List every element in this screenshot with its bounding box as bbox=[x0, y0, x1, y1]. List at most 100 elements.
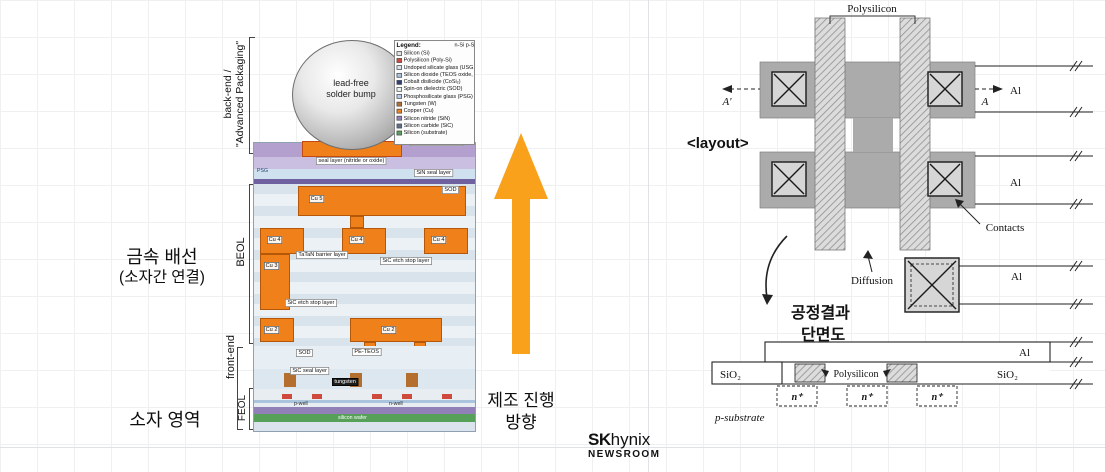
section-a-label: A bbox=[981, 96, 989, 108]
beol-label: BEOL bbox=[235, 237, 247, 267]
polysilicon-bracket bbox=[829, 15, 916, 24]
cu2-label: Cu 2 bbox=[381, 326, 397, 334]
legend-swatch bbox=[396, 108, 403, 114]
legend-item: Silicon (substrate) bbox=[396, 129, 474, 136]
tungsten-contact-band bbox=[254, 369, 475, 389]
cu2-metal: Cu 2 bbox=[350, 318, 442, 342]
metal-interconnect-region: Cu 5 Cu 4 Cu 4 Cu 4 Cu 3 Cu 2 Cu 2 bbox=[254, 184, 475, 352]
sic-seal-label: SiC seal layer bbox=[290, 367, 330, 375]
legend-item-label: Copper (Cu) bbox=[403, 108, 434, 114]
poly-gate bbox=[282, 394, 292, 399]
legend-swatch bbox=[396, 72, 403, 78]
silicon-wafer-label: silicon wafer bbox=[338, 415, 367, 421]
base-strip bbox=[254, 422, 475, 431]
cu4-label: Cu 4 bbox=[349, 236, 365, 244]
device-area-label: 소자 영역 bbox=[129, 410, 201, 430]
n-plus-region bbox=[916, 385, 958, 407]
diffusion-arrowhead bbox=[863, 250, 873, 259]
sic-etch-stop-label: SiC etch stop layer bbox=[380, 257, 432, 265]
legend-item: Polysilicon (Poly-Si) bbox=[396, 57, 474, 64]
poly-gate-right bbox=[886, 363, 918, 383]
n-plus-region bbox=[846, 385, 888, 407]
legend-swatch bbox=[396, 101, 403, 107]
legend-item-label: Cobalt disilicide (CoSi₂) bbox=[403, 79, 461, 85]
legend-swatch bbox=[396, 65, 403, 71]
p-substrate-label: p-substrate bbox=[714, 412, 765, 424]
polysilicon-strips bbox=[814, 17, 931, 251]
legend-item-label: Silicon (Si) bbox=[403, 50, 430, 56]
al-label-row1: Al bbox=[1010, 85, 1021, 97]
backend-bracket bbox=[249, 37, 255, 154]
solder-bump-label-line1: lead-free bbox=[333, 78, 369, 88]
layout-and-cross-section-figure: Polysilicon A' A Al Al Al Contacts Diffu… bbox=[687, 3, 1093, 424]
legend-swatch bbox=[396, 58, 403, 63]
legend-item-label: Silicon carbide (SiC) bbox=[403, 122, 454, 129]
cu3-metal: Cu 3 bbox=[260, 254, 290, 310]
legend-item: Silicon dioxide (TEOS oxide, SiO₂) bbox=[396, 71, 474, 78]
legend-item: Copper (Cu) bbox=[396, 108, 474, 115]
legend-swatch bbox=[396, 116, 403, 121]
contacts-label: Contacts bbox=[986, 222, 1025, 234]
section-line bbox=[722, 85, 1003, 93]
sk-hynix-newsroom-logo: SKhynix NEWSROOM bbox=[588, 430, 660, 461]
polysilicon-top-label: Polysilicon bbox=[847, 3, 897, 15]
xsec-al-label: Al bbox=[1019, 347, 1030, 359]
n-well-label: n-well bbox=[389, 401, 403, 407]
tungsten-plug bbox=[406, 373, 418, 387]
legend: Legend: n-Si p-Si Silicon (Si) Polysilic… bbox=[394, 40, 475, 145]
tungsten-plug bbox=[284, 373, 296, 387]
frontend-bracket bbox=[237, 347, 243, 430]
xsec-sio2-left-label: SiO₂ bbox=[720, 369, 741, 381]
cu5-metal: Cu 5 bbox=[298, 186, 466, 216]
legend-title: Legend: bbox=[396, 41, 421, 49]
process-result-label-line1: 공정결과 bbox=[791, 304, 850, 322]
hynix-text: hynix bbox=[610, 430, 651, 449]
legend-item: Phosphosilicate glass (PSG) bbox=[396, 93, 474, 100]
cu4-metal: Cu 4 bbox=[342, 228, 386, 254]
legend-item: Cobalt disilicide (CoSi₂) bbox=[396, 79, 474, 86]
process-direction-arrow-tail bbox=[512, 196, 530, 354]
solder-bump-label: lead-free solder bump bbox=[292, 78, 410, 100]
metal-wiring-label: 금속 배선 bbox=[126, 247, 198, 267]
poly-gate bbox=[442, 394, 452, 399]
al-label-row2: Al bbox=[1010, 177, 1021, 189]
legend-item-label: Tungsten (W) bbox=[403, 101, 437, 107]
n-plus-label: n⁺ bbox=[862, 392, 875, 403]
backend-label: back-end / "Advanced Packaging" bbox=[222, 41, 246, 147]
cu5-label: Cu 5 bbox=[309, 195, 325, 203]
n-plus-region bbox=[776, 385, 818, 407]
tatan-barrier-label: TaTaN barrier layer bbox=[296, 251, 349, 259]
diffusion-arrow bbox=[867, 255, 873, 273]
nitride-strip bbox=[254, 407, 475, 414]
contacts-arrowhead bbox=[955, 199, 964, 208]
cu4-label: Cu 4 bbox=[431, 236, 447, 244]
legend-swatch bbox=[396, 79, 403, 85]
solder-bump bbox=[292, 40, 412, 150]
legend-item: Undoped silicate glass (USG, SiO₂) bbox=[396, 64, 474, 71]
newsroom-text: NEWSROOM bbox=[588, 449, 661, 460]
poly-gate bbox=[372, 394, 382, 399]
n-plus-label: n⁺ bbox=[792, 392, 805, 403]
diffusion-label: Diffusion bbox=[851, 275, 893, 287]
tungsten-label: tungsten bbox=[332, 378, 359, 386]
beol-bracket bbox=[249, 184, 255, 344]
direction-label-line2: 방향 bbox=[505, 413, 537, 432]
n-plus-label: n⁺ bbox=[932, 392, 945, 403]
poly-gate bbox=[312, 394, 322, 399]
legend-item: Silicon (Si) bbox=[396, 50, 474, 57]
legend-item: Spin-on dielectric (SOD) bbox=[396, 86, 474, 93]
sk-text: SK bbox=[588, 430, 611, 449]
grid-line-horizontal bbox=[0, 447, 1105, 448]
metal-wiring-sublabel: (소자간 연결) bbox=[119, 269, 205, 286]
line-break-marks bbox=[1069, 60, 1083, 310]
cu4-metal: Cu 4 bbox=[424, 228, 468, 254]
legend-swatch bbox=[396, 123, 403, 129]
wafer-strip: silicon wafer bbox=[254, 414, 475, 422]
cu-via bbox=[350, 216, 364, 228]
poly-gate bbox=[402, 394, 412, 399]
process-result-arrowhead bbox=[762, 294, 773, 305]
frontend-label: front-end bbox=[225, 334, 237, 380]
psg-layer bbox=[254, 169, 475, 179]
al-layer bbox=[764, 341, 1051, 363]
